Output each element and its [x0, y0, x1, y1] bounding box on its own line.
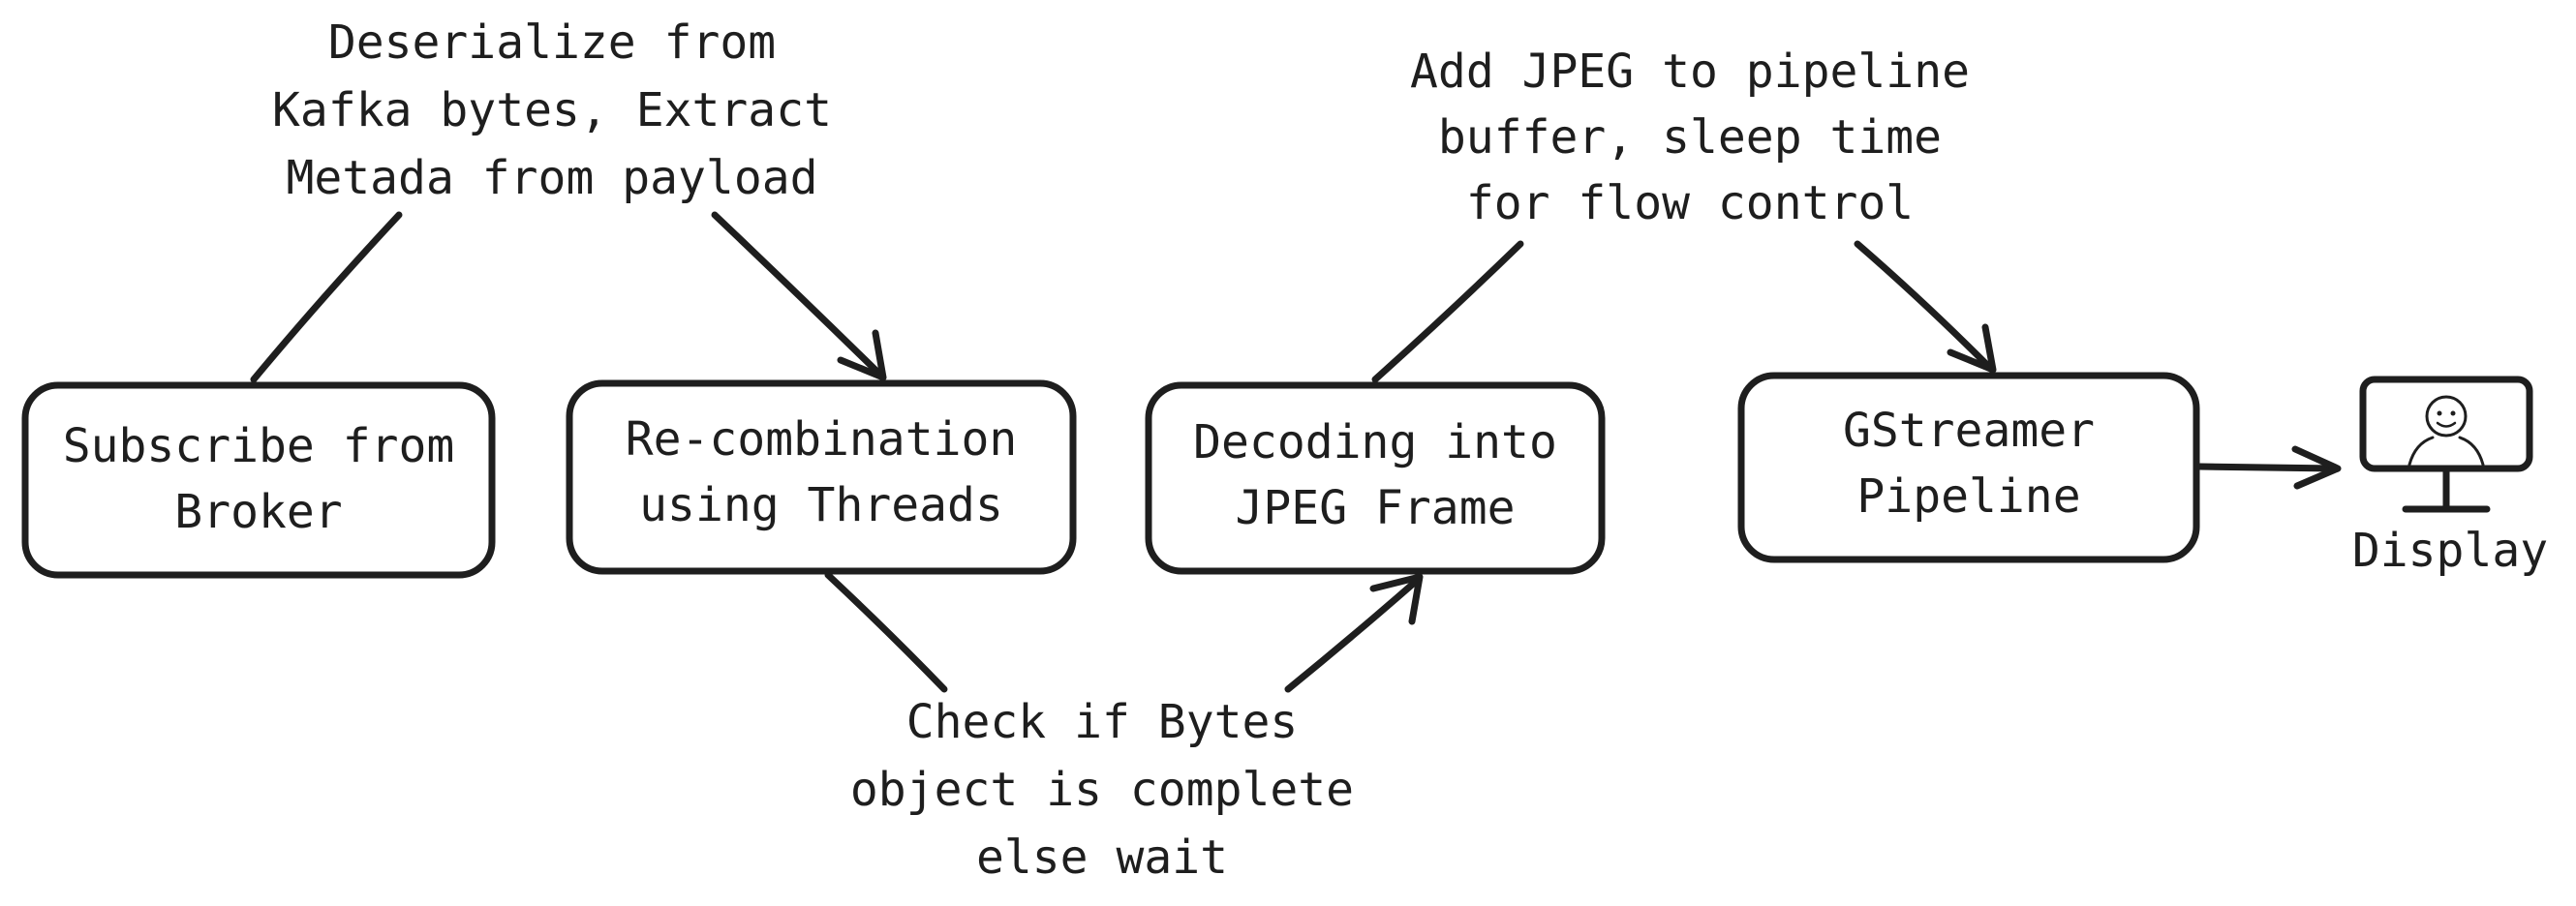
arrow-deserialize-to-recombination — [711, 211, 885, 379]
arrow-check-to-decoding — [1284, 575, 1423, 693]
arrowhead-gstreamer — [1947, 323, 1997, 374]
monitor-face-icon — [2359, 376, 2533, 513]
node-gstreamer-box — [1737, 372, 2200, 563]
annotation-add-jpeg-line2: buffer, sleep time — [1438, 110, 1942, 165]
annotation-check-bytes: Check if Bytes object is complete else w… — [850, 695, 1354, 885]
arrow-add-jpeg-to-gstreamer — [1854, 240, 1994, 372]
node-decoding-box — [1145, 381, 1606, 575]
annotation-deserialize-line1: Deserialize from — [328, 15, 776, 70]
arrowhead-recombination — [837, 329, 887, 381]
face-right-eye — [2450, 410, 2456, 416]
node-decoding: Decoding into JPEG Frame — [1145, 381, 1606, 575]
annotation-check-line2: object is complete — [850, 763, 1354, 817]
node-gstreamer-line1: GStreamer — [1843, 404, 2095, 458]
annotation-add-jpeg-line3: for flow control — [1466, 176, 1914, 230]
node-subscribe-box — [21, 381, 496, 579]
display-label: Display — [2352, 524, 2548, 578]
arrow-gstreamer-to-display — [2196, 463, 2340, 472]
node-recombination-line1: Re-combination — [626, 412, 1018, 467]
annotation-check-line3: else wait — [976, 830, 1228, 885]
annotation-deserialize-line2: Kafka bytes, Extract — [272, 83, 832, 137]
annotation-check-line1: Check if Bytes — [906, 695, 1299, 749]
annotation-add-jpeg: Add JPEG to pipeline buffer, sleep time … — [1410, 45, 1970, 230]
face-left-eye — [2437, 410, 2442, 416]
annotation-deserialize-line3: Metada from payload — [286, 151, 817, 205]
connector-subscribe-to-deserialize — [250, 211, 403, 383]
node-decoding-line1: Decoding into — [1193, 415, 1557, 469]
node-subscribe-line1: Subscribe from — [63, 419, 455, 473]
connector-decoding-to-add-jpeg — [1371, 240, 1524, 383]
node-decoding-line2: JPEG Frame — [1236, 481, 1516, 535]
node-subscribe-line2: Broker — [174, 485, 342, 539]
node-recombination: Re-combination using Threads — [566, 379, 1077, 575]
node-gstreamer-line2: Pipeline — [1856, 469, 2080, 524]
annotation-deserialize: Deserialize from Kafka bytes, Extract Me… — [272, 15, 832, 205]
node-recombination-box — [566, 379, 1077, 575]
face-smile — [2436, 421, 2457, 428]
node-gstreamer: GStreamer Pipeline — [1737, 372, 2200, 563]
node-recombination-line2: using Threads — [639, 478, 1003, 532]
connector-recombination-to-check — [824, 571, 948, 693]
arrowhead-decoding — [1369, 573, 1424, 625]
arrowhead-display — [2291, 445, 2342, 490]
node-subscribe-from-broker: Subscribe from Broker — [21, 381, 496, 579]
annotation-add-jpeg-line1: Add JPEG to pipeline — [1410, 45, 1970, 99]
face-shoulders — [2407, 436, 2485, 467]
face-head — [2425, 395, 2468, 438]
